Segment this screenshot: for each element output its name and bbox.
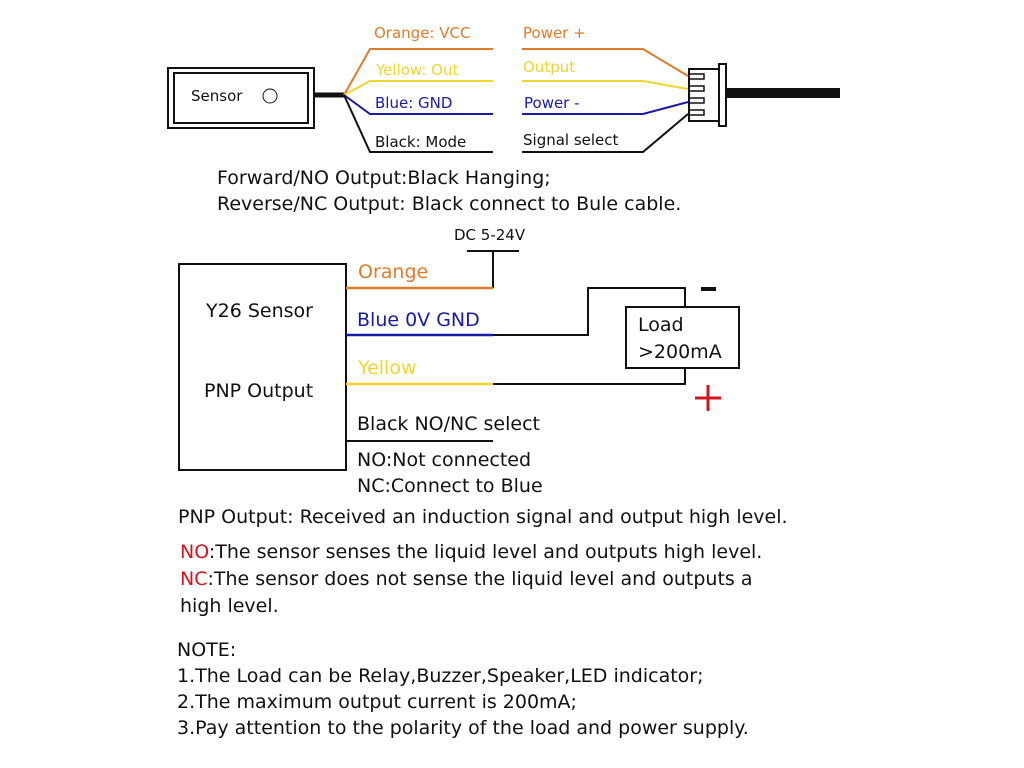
sensor-box-inner bbox=[173, 72, 309, 124]
note-item-3: 3.Pay attention to the polarity of the l… bbox=[177, 717, 749, 739]
pnp-description: PNP Output: Received an induction signal… bbox=[178, 506, 788, 528]
wire-orange-right bbox=[522, 48, 689, 77]
wire-label-power-plus: Power + bbox=[523, 24, 586, 42]
wire-blue-left bbox=[343, 94, 493, 115]
load-label: Load bbox=[638, 314, 684, 336]
wire-gnd-to-load bbox=[493, 287, 686, 336]
circuit-label-yellow: Yellow bbox=[358, 357, 417, 379]
nc-prefix: NC bbox=[180, 568, 208, 590]
sensor-box-outer bbox=[167, 67, 315, 129]
mode-note-forward: Forward/NO Output:Black Hanging; bbox=[217, 167, 551, 189]
wire-yellow-left bbox=[343, 80, 493, 96]
wire-label-signal-select: Signal select bbox=[523, 131, 619, 149]
sensor-indicator-icon bbox=[262, 88, 278, 104]
load-current: >200mA bbox=[638, 341, 722, 363]
sensor-output-type: PNP Output bbox=[204, 380, 314, 402]
note-title: NOTE: bbox=[177, 639, 237, 661]
note-item-1: 1.The Load can be Relay,Buzzer,Speaker,L… bbox=[177, 665, 704, 687]
plus-icon bbox=[695, 385, 721, 411]
output-cable bbox=[726, 88, 840, 98]
load-box bbox=[625, 306, 740, 369]
y26-sensor-box bbox=[178, 263, 347, 471]
nc-description: NC:The sensor does not sense the liquid … bbox=[180, 570, 753, 589]
wire-label-yellow-out: Yellow: Out bbox=[376, 61, 459, 79]
nc-description-cont: high level. bbox=[180, 595, 279, 617]
wire-label-orange-vcc: Orange: VCC bbox=[374, 24, 471, 42]
wire-orange-left bbox=[343, 48, 493, 96]
wire-label-black-mode: Black: Mode bbox=[375, 133, 467, 151]
circuit-label-orange: Orange bbox=[358, 261, 429, 283]
no-description: NO:The sensor senses the liquid level an… bbox=[180, 543, 762, 562]
wire-label-blue-gnd: Blue: GND bbox=[375, 94, 453, 112]
wire-black-right bbox=[522, 113, 689, 153]
no-text: :The sensor senses the liquid level and … bbox=[208, 541, 763, 563]
select-note-no: NO:Not connected bbox=[357, 449, 532, 471]
wire-blue-right bbox=[522, 101, 689, 115]
note-item-2: 2.The maximum output current is 200mA; bbox=[177, 691, 577, 713]
wire-label-output: Output bbox=[523, 58, 576, 76]
circuit-label-black: Black NO/NC select bbox=[357, 413, 540, 435]
wire-output-to-load bbox=[493, 368, 686, 385]
supply-label: DC 5-24V bbox=[454, 226, 526, 244]
wire-label-power-minus: Power - bbox=[524, 94, 580, 112]
mode-note-reverse: Reverse/NC Output: Black connect to Bule… bbox=[217, 193, 682, 215]
wire-black-left bbox=[343, 94, 493, 153]
circuit-label-blue: Blue 0V GND bbox=[357, 309, 480, 331]
no-prefix: NO bbox=[180, 541, 209, 563]
sensor-title: Y26 Sensor bbox=[206, 300, 313, 322]
nc-text: :The sensor does not sense the liquid le… bbox=[207, 568, 753, 590]
connector-icon bbox=[688, 63, 727, 127]
sensor-label: Sensor bbox=[191, 87, 243, 105]
select-note-nc: NC:Connect to Blue bbox=[357, 475, 543, 497]
wire-yellow-right bbox=[522, 80, 689, 90]
